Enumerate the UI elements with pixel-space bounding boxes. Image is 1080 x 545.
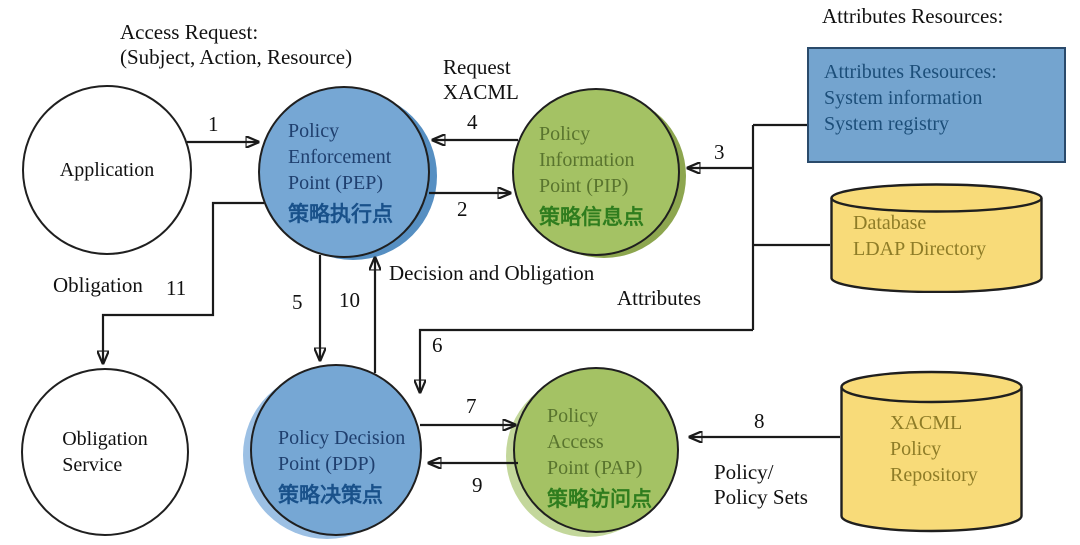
attributes-resources-heading: Attributes Resources:: [822, 4, 1004, 28]
node-pep: Policy Enforcement Point (PEP) 策略执行点: [258, 86, 430, 258]
step-7: 7: [466, 394, 477, 418]
pdp-label: Policy Decision Point (PDP): [278, 427, 406, 475]
node-pap: Policy Access Point (PAP) 策略访问点: [513, 367, 679, 533]
step-11: 11: [166, 276, 187, 300]
xacml-repository-cylinder-shape: [840, 370, 1023, 533]
access-request-label: Access Request: (Subject, Action, Resour…: [120, 20, 353, 69]
application-label: Application: [59, 159, 155, 181]
node-application: Application: [22, 85, 192, 255]
pap-label: Policy Access Point (PAP): [547, 405, 643, 479]
step-8: 8: [754, 409, 765, 433]
node-pip: Policy Information Point (PIP) 策略信息点: [512, 88, 680, 256]
obligation-service-label: Obligation Service: [62, 428, 148, 476]
step-2: 2: [457, 197, 468, 221]
node-pdp: Policy Decision Point (PDP) 策略决策点: [250, 364, 422, 536]
decision-and-obligation-label: Decision and Obligation: [389, 261, 595, 285]
xacml-repository-label: XACML Policy Repository: [890, 412, 978, 486]
pip-label-zh: 策略信息点: [539, 205, 644, 229]
step-1: 1: [208, 112, 219, 136]
obligation-label: Obligation: [53, 273, 143, 297]
step-5: 5: [292, 290, 303, 314]
request-xacml-label: Request XACML: [443, 55, 519, 104]
xacml-repository-cylinder: XACML Policy Repository: [840, 370, 1023, 533]
step-6: 6: [432, 333, 443, 357]
database-cylinder-shape: [830, 183, 1043, 293]
step-3: 3: [714, 140, 725, 164]
policy-sets-label: Policy/ Policy Sets: [714, 460, 808, 509]
pdp-label-zh: 策略决策点: [278, 483, 383, 507]
step-4: 4: [467, 110, 478, 134]
pep-label-zh: 策略执行点: [288, 202, 393, 226]
step-9: 9: [472, 473, 483, 497]
database-cylinder: Database LDAP Directory: [830, 183, 1043, 293]
pap-label-zh: 策略访问点: [547, 487, 652, 511]
database-label: Database LDAP Directory: [853, 212, 987, 260]
attributes-resources-box: Attributes Resources: System information…: [807, 47, 1066, 163]
node-obligation-service: Obligation Service: [21, 368, 189, 536]
step-10: 10: [339, 288, 360, 312]
pep-label: Policy Enforcement Point (PEP): [288, 120, 392, 194]
pip-label: Policy Information Point (PIP): [539, 123, 635, 197]
attributes-label: Attributes: [617, 286, 701, 310]
